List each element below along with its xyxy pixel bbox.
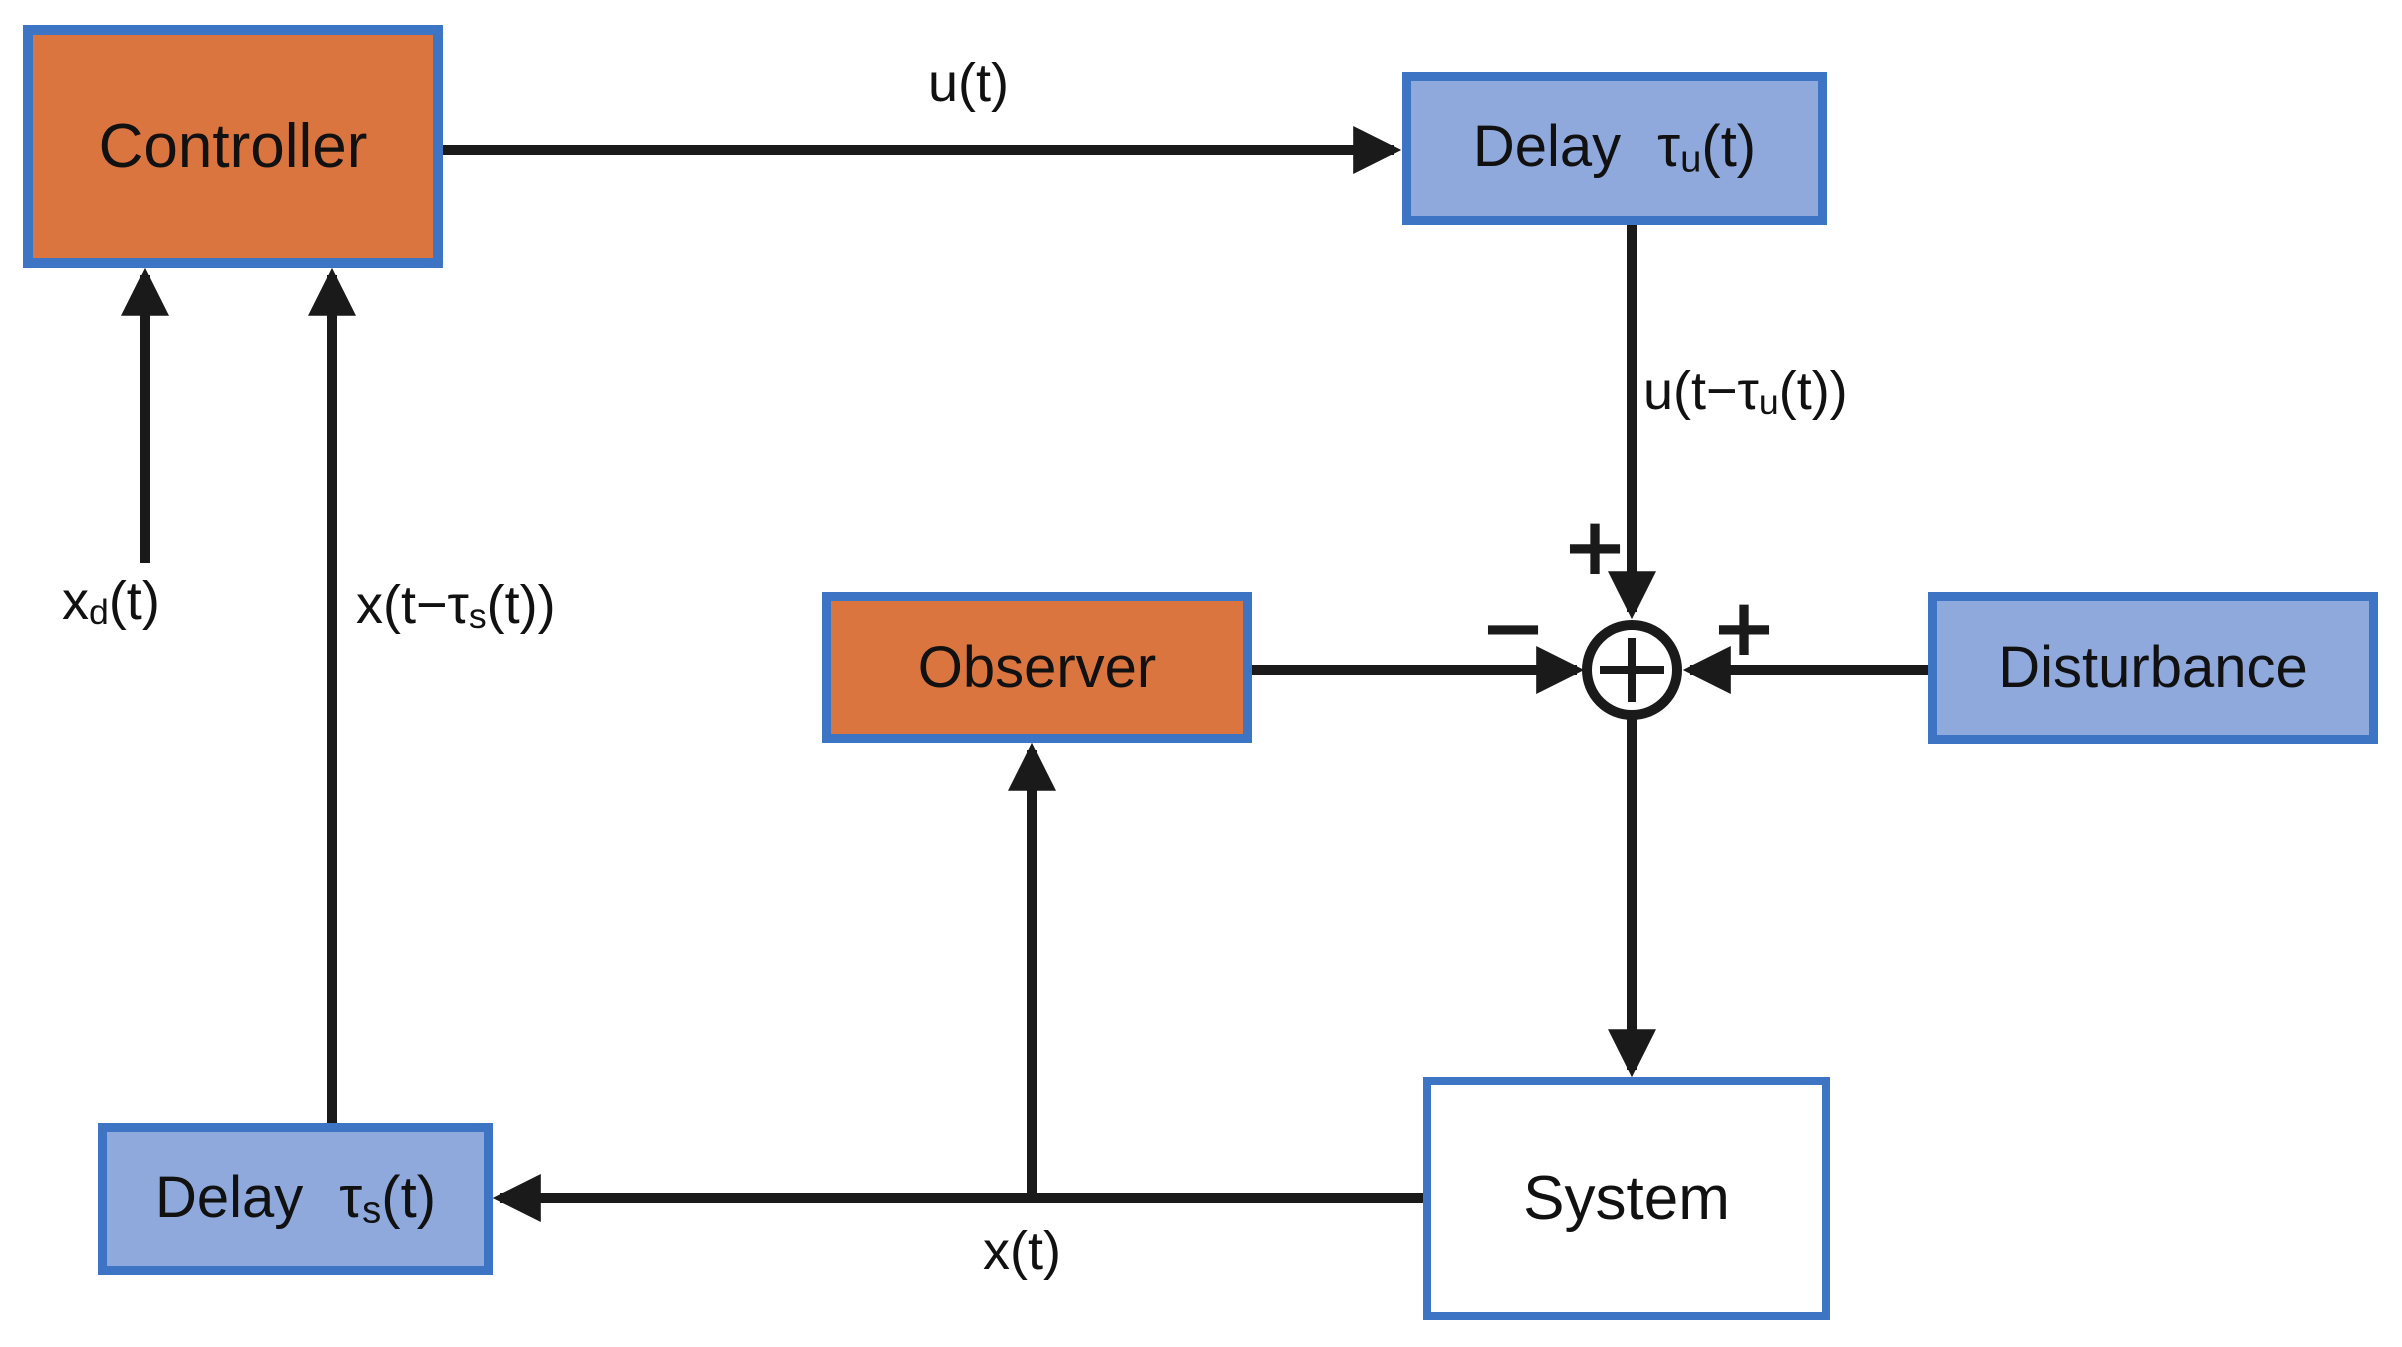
system-box: System (1423, 1077, 1830, 1320)
disturbance-label: Disturbance (1998, 635, 2308, 700)
sum-junction (1582, 620, 1682, 720)
observer-box: Observer (822, 592, 1252, 743)
signal-x-delayed-prefix: x(t−τ (356, 575, 469, 635)
signal-x-delayed-suffix: (t)) (486, 575, 556, 635)
delay-s-label-tau: τ (339, 1164, 363, 1230)
sum-sign-minus-left: − (1479, 581, 1547, 674)
signal-label-u-delayed: u(t−τu(t)) (1643, 364, 1848, 421)
signal-x-delayed-sub: s (468, 595, 487, 636)
signal-label-x: x(t) (983, 1221, 1061, 1281)
sum-sign-plus-right: + (1710, 581, 1778, 674)
signal-u-delayed-prefix: u(t−τ (1643, 361, 1759, 421)
signal-x-desired-prefix: x (62, 571, 89, 631)
signal-x-desired-suffix: (t) (108, 571, 160, 631)
controller-box: Controller (23, 25, 443, 268)
signal-label-u: u(t) (928, 53, 1009, 113)
delay-u-label-suffix: (t) (1701, 114, 1757, 180)
signal-label-x-desired: xd(t) (62, 574, 160, 631)
controller-label: Controller (98, 111, 368, 181)
signal-u-delayed-suffix: (t)) (1778, 361, 1848, 421)
system-label: System (1523, 1163, 1730, 1233)
delay-s-label-suffix: (t) (381, 1164, 437, 1230)
observer-label: Observer (917, 634, 1157, 700)
delay-s-label-word: Delay (154, 1164, 304, 1230)
signal-u-delayed-sub: u (1758, 381, 1779, 422)
delay-u-label-tau: τ (1657, 114, 1681, 180)
disturbance-box: Disturbance (1928, 592, 2378, 744)
signal-x-desired-sub: d (89, 591, 109, 632)
delay-u-label-word: Delay (1472, 114, 1622, 180)
delay-s-label-sub: s (362, 1188, 382, 1232)
sum-sign-plus-top: + (1561, 500, 1629, 593)
delay-u-label-sub: u (1680, 137, 1702, 181)
signal-label-x-delayed: x(t−τs(t)) (356, 578, 556, 635)
